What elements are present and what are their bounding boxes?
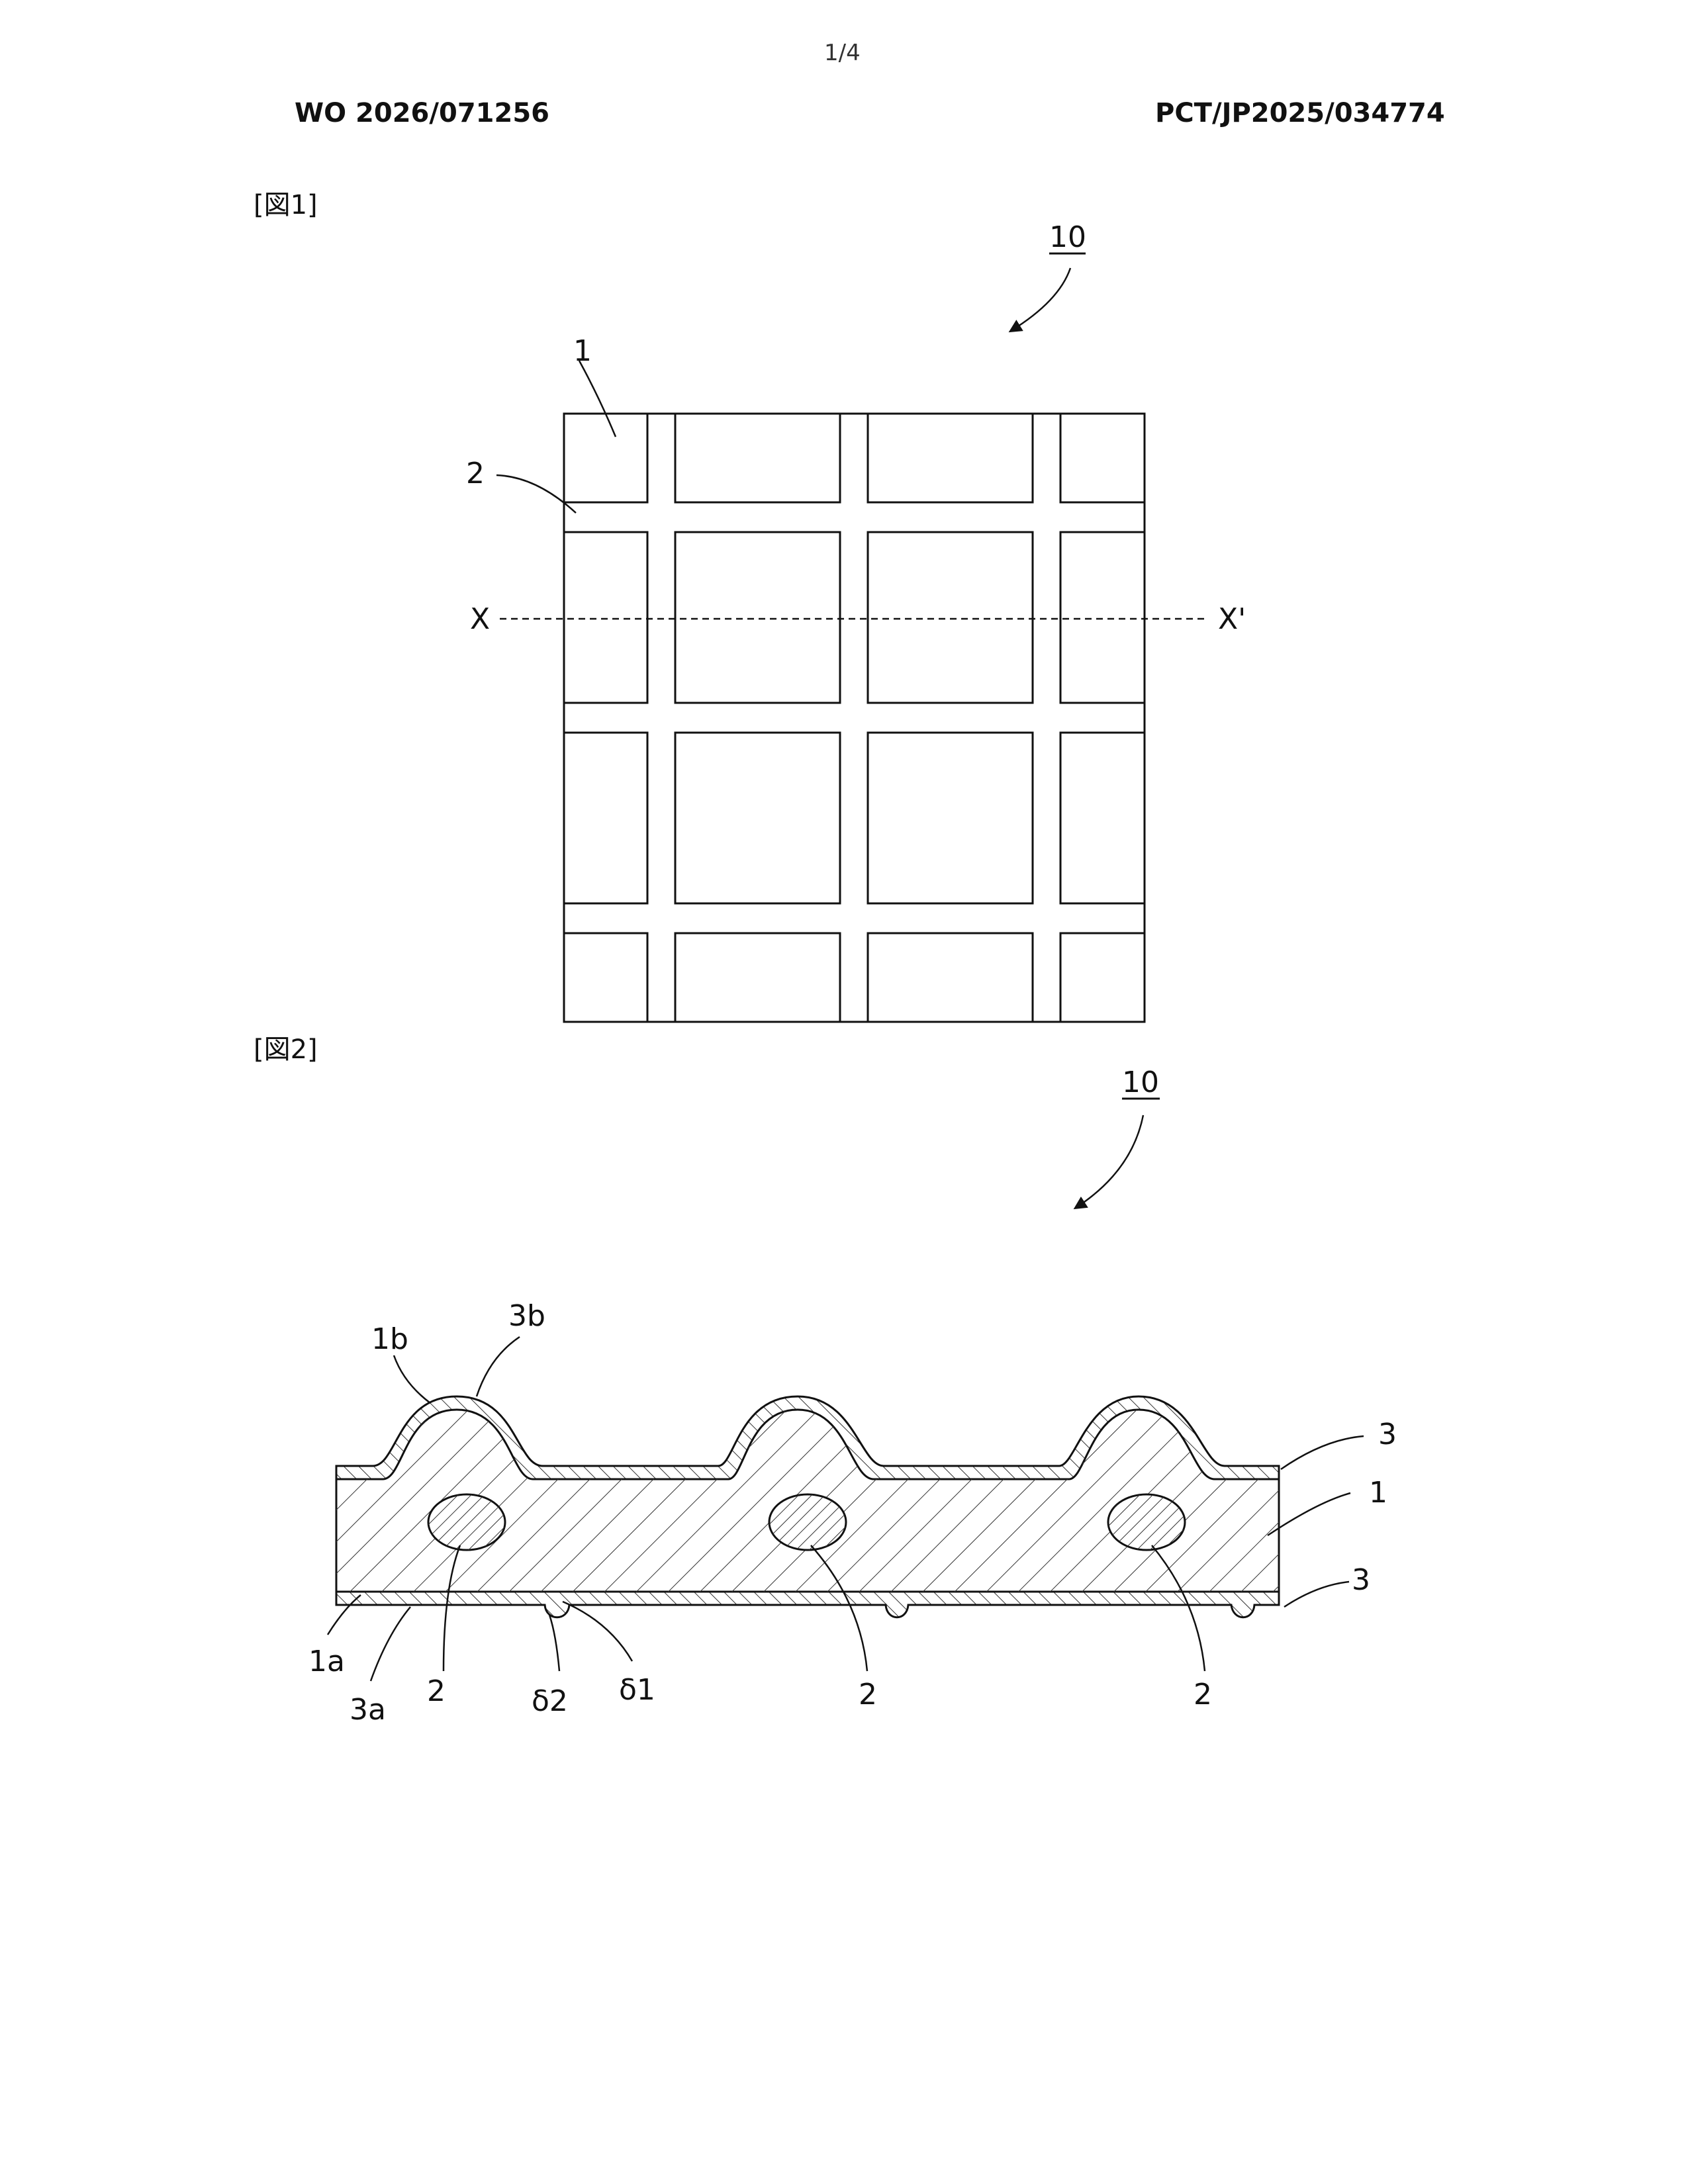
leader-d2 <box>549 1615 559 1671</box>
ref-label-1: 1 <box>1369 1476 1387 1510</box>
grid-cell <box>564 933 647 1022</box>
ref-label-1: 1 <box>573 334 592 368</box>
ref-label-2-left: 2 <box>427 1674 445 1708</box>
leader-line-1 <box>579 361 616 437</box>
grid-cell <box>1060 933 1145 1022</box>
leader-3-top <box>1281 1436 1364 1469</box>
assembly-arrow-1 <box>1011 268 1070 331</box>
grid-cell <box>868 933 1033 1022</box>
ref-label-10: 10 <box>1122 1066 1159 1099</box>
ref-label-1b: 1b <box>371 1322 408 1356</box>
grid-cell <box>564 532 647 703</box>
grid-cell <box>1060 733 1145 903</box>
ref-label-3b: 3b <box>508 1299 545 1333</box>
assembly-arrow-2 <box>1076 1115 1143 1208</box>
ref-label-d2: δ2 <box>532 1684 568 1718</box>
grid-cell <box>564 733 647 903</box>
section-label-x: X <box>470 602 490 636</box>
ref-label-2-right: 2 <box>1194 1678 1212 1711</box>
ref-label-1a: 1a <box>308 1645 345 1678</box>
leader-3a <box>371 1607 410 1681</box>
ref-label-d1: δ1 <box>619 1673 655 1707</box>
grid-cell <box>868 414 1033 502</box>
ref-label-3a: 3a <box>350 1693 386 1727</box>
ref-label-3-top: 3 <box>1378 1418 1397 1451</box>
grid-cell <box>1060 414 1145 502</box>
leader-1 <box>1268 1493 1350 1535</box>
grid-cell <box>675 414 840 502</box>
grid-cell <box>1060 532 1145 703</box>
grid-cell <box>675 532 840 703</box>
grid-cell <box>868 532 1033 703</box>
leader-d1 <box>563 1602 632 1661</box>
figure-2 <box>328 1099 1364 1681</box>
ref-label-2-mid: 2 <box>859 1678 877 1711</box>
grid-cell <box>675 733 840 903</box>
tile-panel-outline <box>564 414 1145 1022</box>
ref-label-3-bottom: 3 <box>1352 1563 1370 1597</box>
ref-label-10: 10 <box>1049 220 1086 254</box>
grid-cell <box>675 933 840 1022</box>
grid-cell <box>564 414 647 502</box>
ref-label-2: 2 <box>466 457 485 490</box>
section-label-x-prime: X' <box>1218 602 1246 636</box>
leader-1b <box>394 1355 430 1403</box>
leader-3b <box>477 1337 520 1396</box>
figure-1 <box>496 253 1208 1022</box>
leader-3-bottom <box>1284 1582 1349 1607</box>
grid-cell <box>868 733 1033 903</box>
